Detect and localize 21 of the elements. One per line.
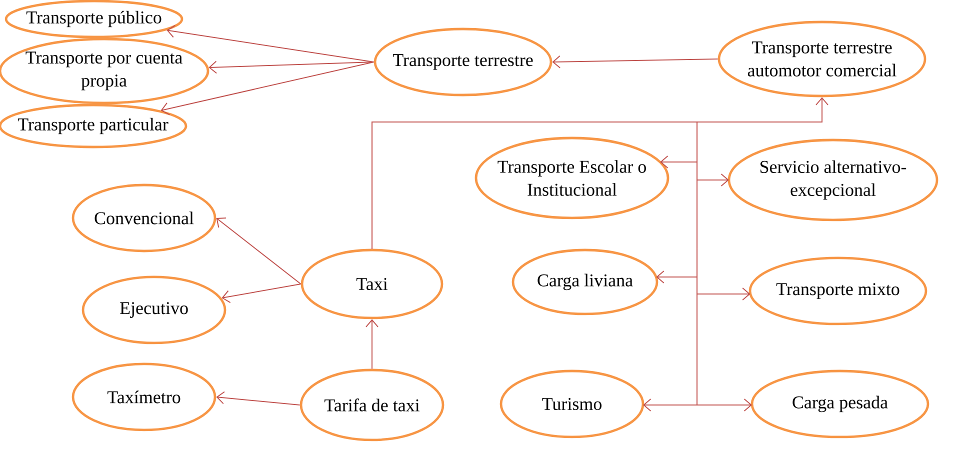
ellipse-node: Transporte Escolar o Institucional: [474, 136, 670, 220]
arrow: [208, 60, 374, 74]
arrow: [216, 391, 300, 406]
arrow: [216, 218, 302, 284]
ellipse-node: Turismo: [500, 370, 644, 438]
ellipse-node: Transporte terrestre automotor comercial: [718, 20, 926, 98]
ellipse-node: Transporte mixto: [748, 256, 928, 326]
ellipse-node: Transporte terrestre: [374, 28, 552, 96]
arrow: [160, 62, 374, 116]
ellipse-node: Ejecutivo: [82, 276, 226, 344]
arrow: [552, 55, 718, 68]
ellipse-node: Servicio alternativo-excepcional: [728, 138, 938, 222]
ellipse-node: Carga pesada: [750, 370, 930, 438]
ellipse-node: Taxi: [300, 248, 444, 320]
arrow: [166, 24, 374, 62]
arrow: [366, 319, 378, 370]
arrow: [222, 283, 302, 304]
ellipse-node: Taxímetro: [72, 362, 216, 432]
ellipse-node: Tarifa de taxi: [300, 368, 444, 442]
ellipse-node: Convencional: [72, 184, 216, 252]
ellipse-node: Carga liviana: [512, 248, 658, 316]
